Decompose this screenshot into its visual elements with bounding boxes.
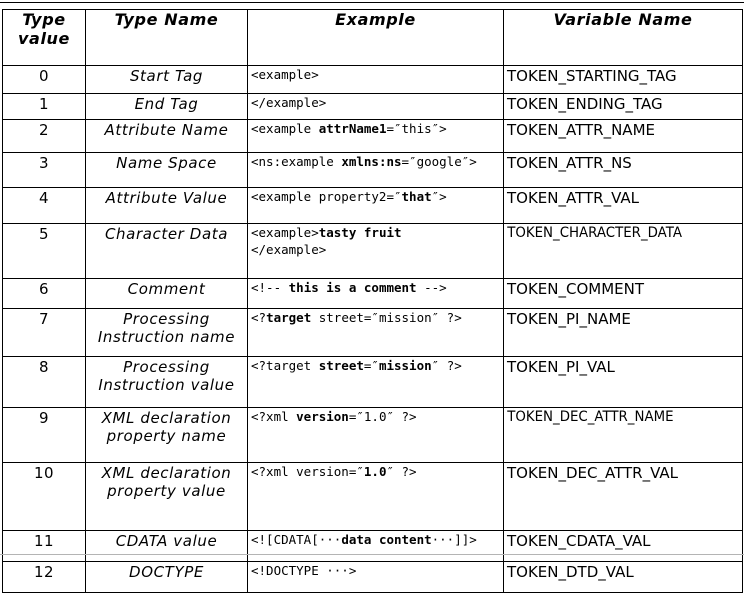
cell-example: <?target street=″mission″ ?> <box>247 356 504 408</box>
cell-example: <example> <box>247 65 504 94</box>
cell-variable-name: TOKEN_ATTR_NAME <box>503 119 743 153</box>
cell-example: <?xml version=″1.0″ ?> <box>247 462 504 531</box>
cell-type-value: 1 <box>2 93 86 120</box>
column-header-type-name: Type Name <box>85 9 248 66</box>
cell-type-name: XML declaration property value <box>85 462 248 531</box>
cell-type-value: 5 <box>2 223 86 279</box>
cell-example: <example property2=″that″> <box>247 187 504 224</box>
cell-example: <example>tasty fruit </example> <box>247 223 504 279</box>
cell-type-name: DOCTYPE <box>85 561 248 593</box>
table-header-row: Type value Type Name Example Variable Na… <box>2 9 743 66</box>
cell-example: <![CDATA[···data content···]]> <box>247 530 504 562</box>
cell-type-value: 10 <box>2 462 86 531</box>
cell-example: </example> <box>247 93 504 120</box>
cell-type-name: Processing Instruction value <box>85 356 248 408</box>
cell-type-value: 4 <box>2 187 86 224</box>
cell-type-name: CDATA value <box>85 530 248 562</box>
cell-type-value: 0 <box>2 65 86 94</box>
cell-variable-name: TOKEN_CHARACTER_DATA <box>503 223 724 279</box>
cell-variable-name: TOKEN_ATTR_NS <box>503 152 743 188</box>
cell-type-name: Character Data <box>85 223 248 279</box>
table-header: Type value Type Name Example Variable Na… <box>2 9 743 66</box>
cell-type-name: Start Tag <box>85 65 248 94</box>
cell-variable-name: TOKEN_ATTR_VAL <box>503 187 743 224</box>
cell-example: <example attrName1=″this″> <box>247 119 504 153</box>
column-header-type-value-line2: value <box>18 28 70 48</box>
cell-type-value: 12 <box>2 561 86 593</box>
cell-type-value: 9 <box>2 407 86 463</box>
cell-type-name: End Tag <box>85 93 248 120</box>
cell-example: <?xml version=″1.0″ ?> <box>247 407 504 463</box>
column-header-variable-name: Variable Name <box>503 9 743 66</box>
cell-type-name: Attribute Value <box>85 187 248 224</box>
cell-type-value: 11 <box>2 530 86 562</box>
cell-type-name: Comment <box>85 278 248 309</box>
cell-variable-name: TOKEN_STARTING_TAG <box>503 65 743 94</box>
cell-type-value: 6 <box>2 278 86 309</box>
cell-type-name: Name Space <box>85 152 248 188</box>
cell-type-name: XML declaration property name <box>85 407 248 463</box>
cell-type-name: Processing Instruction name <box>85 308 248 357</box>
cell-example: <!-- this is a comment --> <box>247 278 504 309</box>
cell-variable-name: TOKEN_PI_NAME <box>503 308 743 357</box>
token-table-container: Type value Type Name Example Variable Na… <box>2 9 743 593</box>
cell-example: <!DOCTYPE ···> <box>247 561 504 593</box>
column-header-example: Example <box>247 9 504 66</box>
cell-type-value: 7 <box>2 308 86 357</box>
column-header-type-value: Type value <box>2 9 86 66</box>
cell-variable-name: TOKEN_PI_VAL <box>503 356 743 408</box>
page-bottom-rule <box>0 554 744 555</box>
cell-example: <ns:example xmlns:ns=″google″> <box>247 152 504 188</box>
cell-type-value: 8 <box>2 356 86 408</box>
cell-variable-name: TOKEN_ENDING_TAG <box>503 93 743 120</box>
token-type-table: Type value Type Name Example Variable Na… <box>2 9 743 593</box>
cell-variable-name: TOKEN_DEC_ATTR_VAL <box>503 462 743 531</box>
cell-variable-name: TOKEN_CDATA_VAL <box>503 530 743 562</box>
cell-type-value: 3 <box>2 152 86 188</box>
cell-type-value: 2 <box>2 119 86 153</box>
column-header-type-value-line1: Type <box>22 10 66 29</box>
cell-variable-name: TOKEN_COMMENT <box>503 278 743 309</box>
page-top-rule <box>0 2 744 3</box>
cell-variable-name: TOKEN_DTD_VAL <box>503 561 743 593</box>
cell-variable-name: TOKEN_DEC_ATTR_NAME <box>503 407 724 463</box>
cell-example: <?target street=″mission″ ?> <box>247 308 504 357</box>
cell-type-name: Attribute Name <box>85 119 248 153</box>
